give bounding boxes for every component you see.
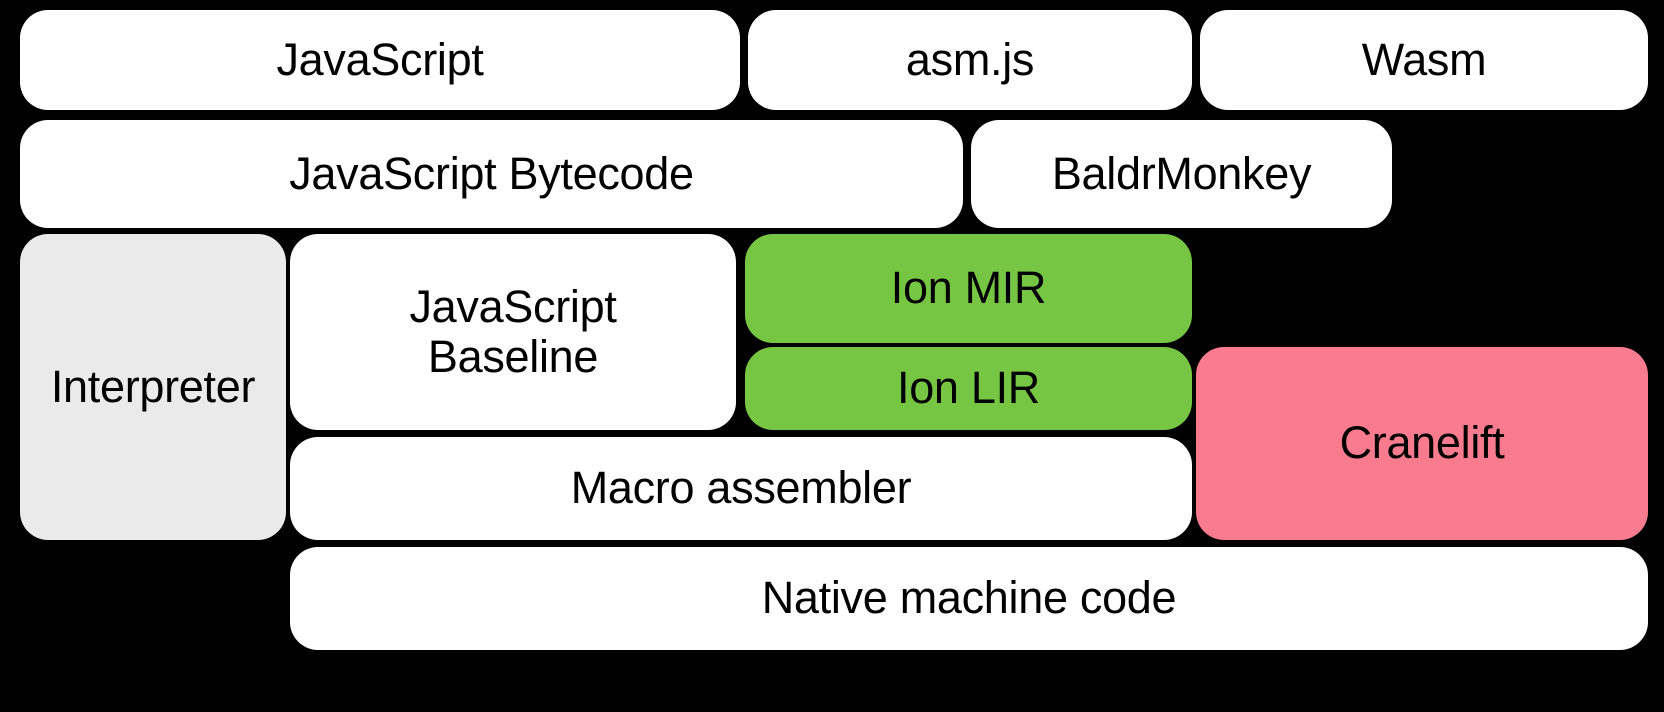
node-javascript[interactable]: JavaScript bbox=[20, 10, 740, 110]
node-label-asmjs: asm.js bbox=[905, 33, 1035, 85]
node-javascript-baseline[interactable]: JavaScript Baseline bbox=[290, 234, 736, 430]
node-ion-mir[interactable]: Ion MIR bbox=[745, 234, 1192, 343]
node-interpreter[interactable]: Interpreter bbox=[20, 234, 286, 540]
node-label-macro-assembler: Macro assembler bbox=[570, 462, 912, 514]
node-label-interpreter: Interpreter bbox=[50, 360, 256, 412]
node-ion-lir[interactable]: Ion LIR bbox=[745, 347, 1192, 430]
node-javascript-bytecode[interactable]: JavaScript Bytecode bbox=[20, 120, 963, 228]
node-cranelift[interactable]: Cranelift bbox=[1196, 347, 1648, 540]
node-macro-assembler[interactable]: Macro assembler bbox=[290, 437, 1192, 540]
node-asmjs[interactable]: asm.js bbox=[748, 10, 1192, 110]
node-wasm[interactable]: Wasm bbox=[1200, 10, 1648, 110]
node-baldrmonkey[interactable]: BaldrMonkey bbox=[971, 120, 1392, 228]
node-label-ion-mir: Ion MIR bbox=[890, 262, 1047, 314]
node-label-javascript: JavaScript bbox=[276, 33, 484, 85]
node-label-javascript-bytecode: JavaScript Bytecode bbox=[289, 147, 694, 199]
node-label-native-machine-code: Native machine code bbox=[761, 572, 1177, 624]
node-label-ion-lir: Ion LIR bbox=[897, 362, 1040, 414]
node-label-cranelift: Cranelift bbox=[1339, 417, 1505, 469]
node-label-wasm: Wasm bbox=[1361, 33, 1487, 85]
node-label-javascript-baseline: JavaScript Baseline bbox=[409, 280, 617, 382]
node-label-baldrmonkey: BaldrMonkey bbox=[1051, 147, 1312, 199]
node-native-machine-code[interactable]: Native machine code bbox=[290, 547, 1648, 650]
